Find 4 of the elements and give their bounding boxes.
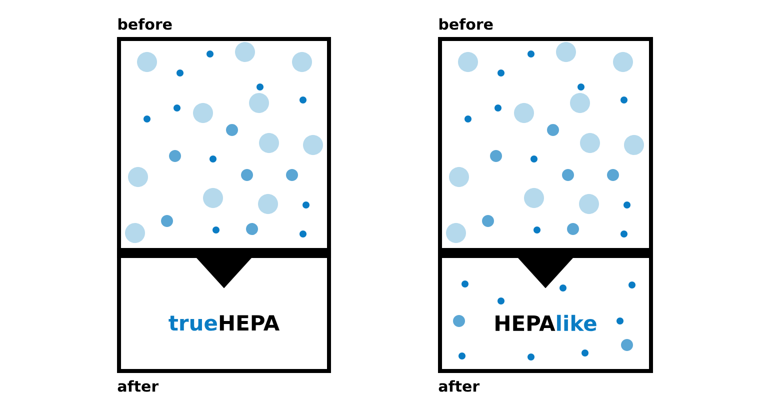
heading: before	[439, 18, 493, 30]
node-label: after	[438, 380, 480, 392]
node-label: after	[118, 380, 159, 392]
heading: before	[118, 18, 172, 30]
